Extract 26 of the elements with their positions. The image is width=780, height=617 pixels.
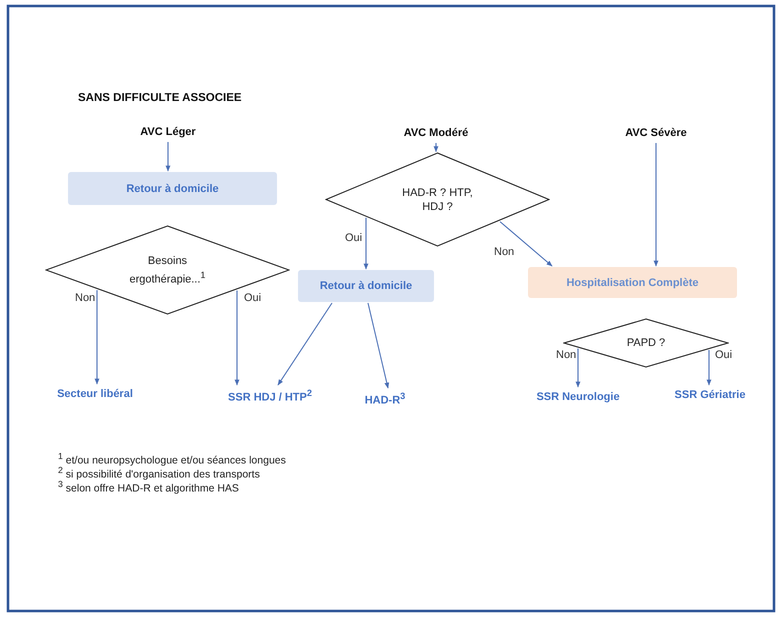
arrow	[364, 217, 368, 270]
footnote: $^{3}$ selon offre HAD-R et algorithme HAS	[58, 479, 239, 494]
arrow	[434, 142, 438, 152]
outcome-label: HAD-R$^{3}$	[350, 389, 420, 407]
process-box: Retour à domicile	[298, 270, 434, 302]
process-box: Hospitalisation Complète	[528, 267, 737, 298]
arrow	[368, 302, 390, 389]
stage-label: AVC Léger	[118, 123, 218, 141]
outcome-label: SSR Gériatrie	[655, 386, 765, 404]
outcome-label: SSR Neurologie	[523, 388, 633, 406]
arrow	[576, 348, 580, 388]
arrow	[706, 350, 712, 386]
process-box: Retour à domicile	[68, 172, 277, 205]
arrow	[94, 290, 100, 385]
outcome-label: SSR HDJ / HTP$^{2}$	[212, 386, 328, 404]
arrow	[234, 290, 240, 386]
footnote: $^{2}$ si possibilité d'organisation des transports	[58, 465, 260, 480]
arrow	[278, 302, 332, 386]
diagram-title: SANS DIFFICULTE ASSOCIEE	[78, 92, 242, 104]
arrow	[166, 142, 170, 172]
stage-label: AVC Sévère	[606, 124, 706, 142]
stage-label: AVC Modéré	[386, 124, 486, 142]
arrow	[654, 142, 658, 267]
arrow	[500, 221, 552, 266]
footnote: $^{1}$ et/ou neuropsychologue et/ou séances longues	[58, 451, 286, 466]
outcome-label: Secteur libéral	[40, 385, 150, 403]
